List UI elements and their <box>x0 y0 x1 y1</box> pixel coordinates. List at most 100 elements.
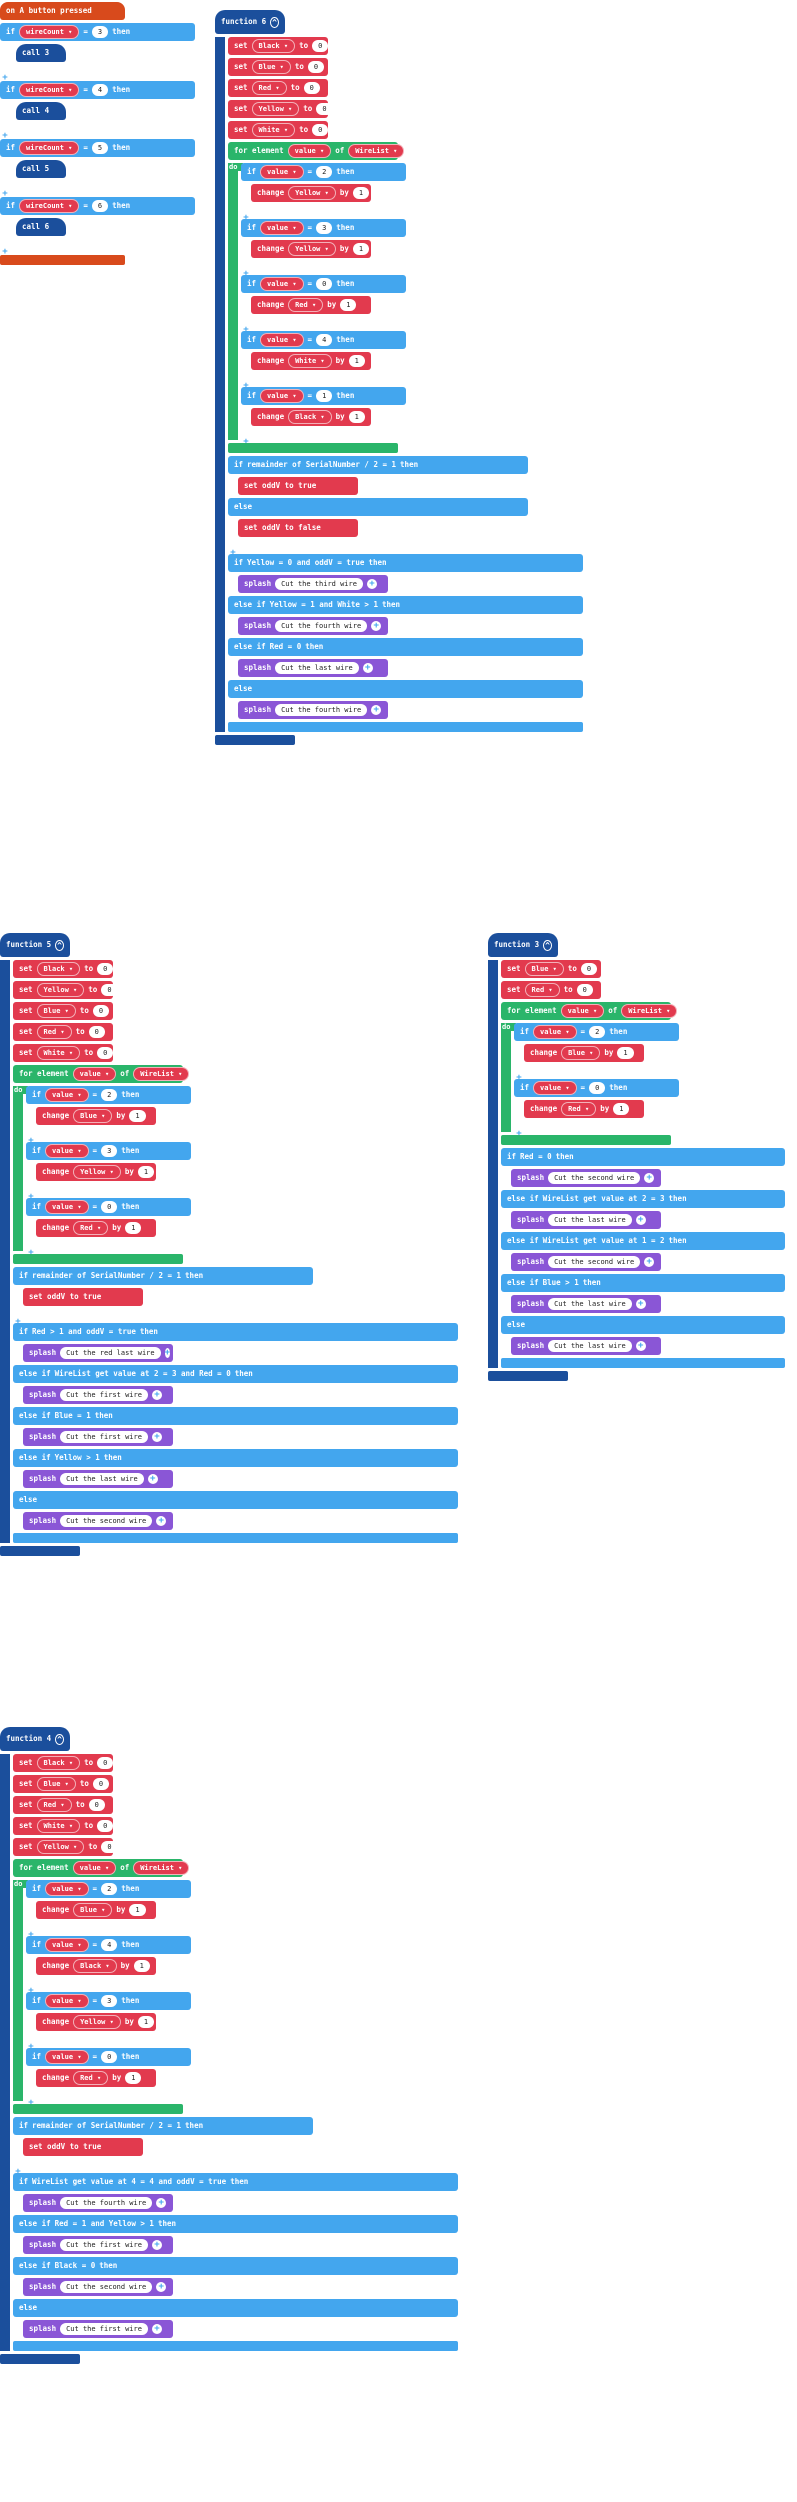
variable-dropdown[interactable]: Black <box>251 39 296 53</box>
add-icon[interactable]: + <box>366 579 377 589</box>
number-value[interactable]: 0 <box>312 124 329 136</box>
number-value[interactable]: 4 <box>101 1939 118 1951</box>
number-value[interactable]: 0 <box>101 1841 118 1853</box>
add-icon[interactable]: + <box>0 73 10 83</box>
change-block[interactable]: changeRedby1 <box>251 296 371 314</box>
add-icon[interactable]: + <box>0 131 10 141</box>
splash-text[interactable]: Cut the first wire <box>60 2239 148 2251</box>
variable-dropdown[interactable]: Yellow <box>251 102 300 116</box>
number-value[interactable]: 0 <box>589 1082 606 1094</box>
number-value[interactable]: 0 <box>307 61 325 73</box>
add-icon[interactable]: + <box>26 1192 36 1202</box>
variable-dropdown[interactable]: wireCount <box>19 83 80 97</box>
change-block[interactable]: changeBlackby1 <box>251 408 371 426</box>
variable-dropdown[interactable]: Blue <box>73 1109 113 1123</box>
set-block[interactable]: setRedto0 <box>228 79 328 97</box>
add-icon[interactable]: + <box>241 213 251 223</box>
number-value[interactable]: 0 <box>101 1201 118 1213</box>
splash-text[interactable]: Cut the last wire <box>275 662 359 674</box>
variable-dropdown[interactable]: Red <box>73 2071 109 2085</box>
variable-dropdown[interactable]: Red <box>288 298 324 312</box>
number-value[interactable]: 3 <box>316 222 333 234</box>
loop-variable[interactable]: value <box>72 1861 117 1875</box>
splash-text[interactable]: Cut the last wire <box>548 1340 632 1352</box>
number-value[interactable]: 0 <box>97 963 114 975</box>
collapse-icon[interactable]: ^ <box>55 1733 64 1745</box>
number-value[interactable]: 0 <box>316 103 333 115</box>
set-block[interactable]: setBlueto0 <box>13 1775 113 1793</box>
variable-dropdown[interactable]: Yellow <box>73 2015 121 2029</box>
add-icon[interactable]: + <box>26 1986 36 1996</box>
for-element-block[interactable]: for elementvalueofWireList <box>13 1065 190 1083</box>
loop-variable[interactable]: value <box>45 2050 89 2064</box>
add-icon[interactable]: + <box>26 2042 36 2052</box>
number-value[interactable]: 1 <box>129 1110 146 1122</box>
change-block[interactable]: changeRedby1 <box>36 1219 156 1237</box>
add-icon[interactable]: + <box>644 1257 655 1267</box>
number-value[interactable]: 1 <box>613 1103 630 1115</box>
set-block[interactable]: setYellowto0 <box>13 1838 118 1856</box>
set-block[interactable]: setYellowto0 <box>228 100 333 118</box>
variable-dropdown[interactable]: White <box>288 354 332 368</box>
change-block[interactable]: changeYellowby1 <box>251 184 371 202</box>
variable-dropdown[interactable]: Yellow <box>288 242 336 256</box>
splash-text[interactable]: Cut the fourth wire <box>60 2197 153 2209</box>
change-block[interactable]: changeRedby1 <box>36 2069 156 2087</box>
variable-dropdown[interactable]: Blue <box>561 1046 601 1060</box>
loop-variable[interactable]: value <box>287 144 332 158</box>
number-value[interactable]: 1 <box>129 1904 146 1916</box>
variable-dropdown[interactable]: Yellow <box>288 186 336 200</box>
else-block[interactable]: else <box>228 680 583 698</box>
number-value[interactable]: 1 <box>133 1960 150 1972</box>
collapse-icon[interactable]: ^ <box>55 939 64 951</box>
variable-dropdown[interactable]: Blue <box>73 1903 113 1917</box>
set-block[interactable]: setRedto0 <box>13 1796 113 1814</box>
change-block[interactable]: changeBlueby1 <box>36 1901 156 1919</box>
number-value[interactable]: 2 <box>101 1089 118 1101</box>
change-block[interactable]: changeYellowby1 <box>36 1163 156 1181</box>
set-block[interactable]: setRedto0 <box>13 1023 113 1041</box>
variable-dropdown[interactable]: Black <box>36 962 81 976</box>
add-icon[interactable]: + <box>514 1129 524 1139</box>
number-value[interactable]: 0 <box>88 1026 105 1038</box>
variable-dropdown[interactable]: Red <box>561 1102 597 1116</box>
loop-variable[interactable]: value <box>45 1088 89 1102</box>
number-value[interactable]: 0 <box>101 2051 118 2063</box>
set-block[interactable]: set oddV to true <box>23 2138 143 2156</box>
number-value[interactable]: 3 <box>101 1145 118 1157</box>
add-icon[interactable]: + <box>644 1173 655 1183</box>
variable-dropdown[interactable]: White <box>36 1819 81 1833</box>
add-icon[interactable]: + <box>156 2198 167 2208</box>
event-script[interactable]: on A button pressed ifwireCount=3thencal… <box>0 2 195 268</box>
splash-text[interactable]: Cut the last wire <box>548 1214 632 1226</box>
call-block[interactable]: call 5 <box>16 160 66 178</box>
function-header[interactable]: function 3^ <box>488 933 558 957</box>
list-dropdown[interactable]: WireList <box>133 1067 190 1081</box>
add-icon[interactable]: + <box>241 437 251 447</box>
call-block[interactable]: call 3 <box>16 44 66 62</box>
for-element-block[interactable]: for elementvalueofWireList <box>13 1859 190 1877</box>
number-value[interactable]: 1 <box>316 390 333 402</box>
number-value[interactable]: 1 <box>340 299 357 311</box>
function-6-script[interactable]: function 6^setBlackto0setBlueto0setRedto… <box>215 10 595 748</box>
for-element-block[interactable]: for elementvalueofWireList <box>501 1002 678 1020</box>
number-value[interactable]: 0 <box>316 278 333 290</box>
add-icon[interactable]: + <box>241 381 251 391</box>
add-icon[interactable]: + <box>151 1390 162 1400</box>
change-block[interactable]: changeWhiteby1 <box>251 352 371 370</box>
